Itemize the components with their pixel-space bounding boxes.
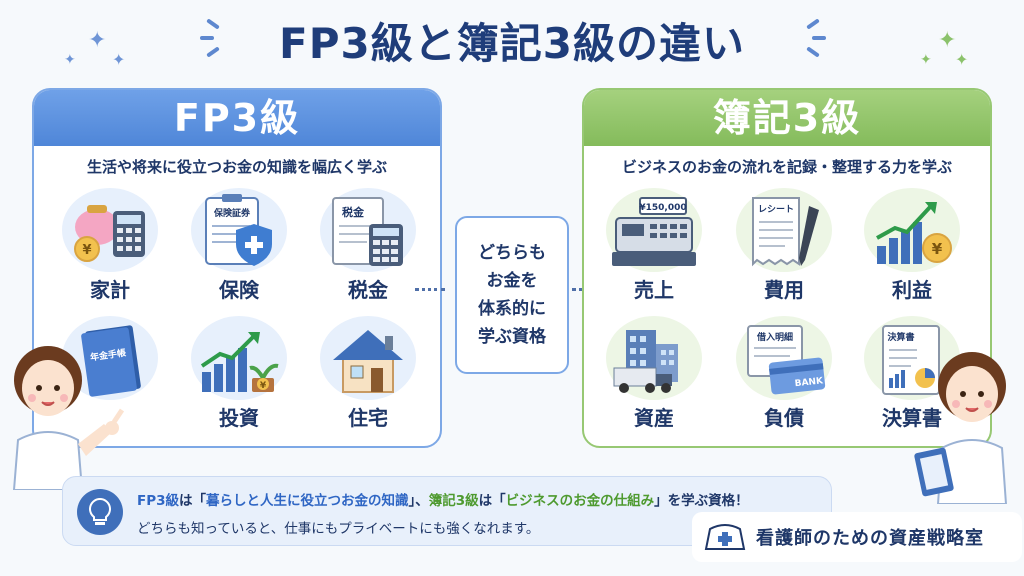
svg-text:¥: ¥ (260, 381, 267, 391)
fp-item-label: 住宅 (348, 406, 388, 430)
sparkle-icon: ✦ (88, 28, 107, 53)
fp-item-tax: 税金 税金 (308, 188, 428, 308)
brand-name: 看護師のための資産戦略室 (756, 528, 984, 549)
common-point-line: どちらも (478, 243, 546, 263)
boki-item-label: 資産 (634, 406, 674, 430)
summary-line-2: どちらも知っていると、仕事にもプライベートにも強くなれます。 (137, 521, 540, 537)
profit-chart-icon: ¥ (852, 192, 972, 272)
connector-left (415, 288, 445, 291)
fp-item-grid: ¥ 家計 保険証券 保険 (34, 188, 440, 438)
nurse-illustration-left (4, 340, 132, 491)
common-point-line: お金を (486, 271, 538, 291)
boki-item-label: 売上 (634, 278, 674, 302)
boki-item-label: 負債 (764, 406, 804, 430)
sparkle-icon: ✦ (64, 52, 76, 68)
boki-item-assets: 資産 (594, 316, 714, 436)
wallet-calculator-icon: ¥ (50, 192, 170, 272)
nurse-illustration-right (910, 344, 1024, 505)
loan-doc-text: 借入明細 (756, 331, 793, 343)
sparkle-icon: ✦ (920, 52, 932, 68)
lightbulb-icon (77, 489, 123, 535)
insurance-doc-text: 保険証券 (213, 207, 251, 219)
common-point-line: 学ぶ資格 (478, 327, 546, 347)
nurse-cap-icon (704, 524, 746, 550)
boki-item-expense: レシート 費用 (724, 188, 844, 308)
decoration-dash (812, 36, 826, 40)
building-truck-icon (594, 320, 714, 400)
fp-item-label: 投資 (219, 406, 259, 430)
boki-heading: 簿記3級 (584, 90, 990, 146)
fp-item-pension: 年金手帳 (50, 316, 170, 436)
boki-item-label: 決算書 (882, 406, 942, 430)
sparkle-icon: ✦ (938, 28, 957, 53)
common-point-line: 体系的に (478, 299, 546, 319)
fp-heading: FP3級 (34, 90, 440, 146)
sparkle-icon: ✦ (112, 50, 126, 69)
brand-badge: 看護師のための資産戦略室 (692, 512, 1022, 562)
loan-card-icon: 借入明細 BANK (724, 320, 844, 400)
receipt-text: レシート (758, 204, 794, 215)
fp-panel: FP3級 生活や将来に役立つお金の知識を幅広く学ぶ ¥ 家計 (32, 88, 442, 448)
page-title: FP3級と簿記3級の違い (279, 19, 745, 68)
fp-item-insurance: 保険証券 保険 (179, 188, 299, 308)
bank-card-text: BANK (794, 376, 824, 389)
pension-book-icon: 年金手帳 (50, 320, 170, 400)
decoration-dash (200, 36, 214, 40)
summary-line-1: FP3級は「暮らしと人生に役立つお金の知識」、簿記3級は「ビジネスのお金の仕組み… (137, 493, 749, 509)
boki-item-liabilities: 借入明細 BANK 負債 (724, 316, 844, 436)
register-display-text: ¥150,000 (639, 203, 686, 213)
financial-statement-icon: 決算書 (852, 320, 972, 400)
boki-item-label: 利益 (892, 278, 932, 302)
fp-item-investment: ¥ 投資 (179, 316, 299, 436)
fp-item-housing: 住宅 (308, 316, 428, 436)
fp-item-label: 家計 (90, 278, 130, 302)
boki-panel: 簿記3級 ビジネスのお金の流れを記録・整理する力を学ぶ ¥150,000 売上 (582, 88, 992, 448)
fp-item-household: ¥ 家計 (50, 188, 170, 308)
insurance-document-icon: 保険証券 (179, 192, 299, 272)
boki-item-profit: ¥ 利益 (852, 188, 972, 308)
statement-doc-text: 決算書 (887, 331, 914, 343)
tax-doc-text: 税金 (342, 205, 365, 219)
cash-register-icon: ¥150,000 (594, 192, 714, 272)
boki-item-label: 費用 (764, 278, 804, 302)
svg-text:¥: ¥ (932, 240, 943, 258)
fp-item-label: 税金 (348, 278, 388, 302)
house-icon (308, 320, 428, 400)
boki-subtitle: ビジネスのお金の流れを記録・整理する力を学ぶ (621, 158, 952, 176)
boki-item-sales: ¥150,000 売上 (594, 188, 714, 308)
investment-chart-icon: ¥ (179, 320, 299, 400)
common-point-box: どちらも お金を 体系的に 学ぶ資格 (455, 216, 569, 374)
svg-text:¥: ¥ (82, 243, 91, 258)
fp-subtitle: 生活や将来に役立つお金の知識を幅広く学ぶ (86, 158, 387, 176)
sparkle-icon: ✦ (955, 50, 969, 69)
tax-document-icon: 税金 (308, 192, 428, 272)
receipt-icon: レシート (724, 192, 844, 272)
fp-item-label: 保険 (219, 278, 259, 302)
